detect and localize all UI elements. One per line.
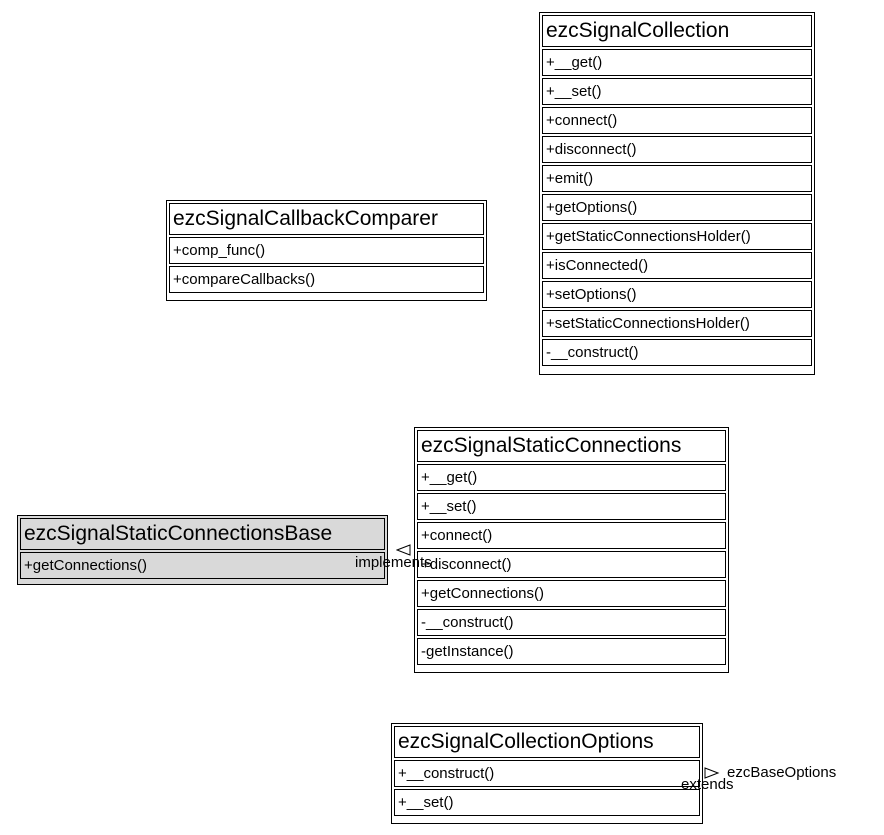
- method: +setStaticConnectionsHolder(): [542, 310, 812, 337]
- method: -getInstance(): [417, 638, 726, 665]
- method: +__set(): [394, 789, 700, 816]
- method: +getStaticConnectionsHolder(): [542, 223, 812, 250]
- class-name: ezcSignalStaticConnections: [417, 430, 726, 462]
- method: +getConnections(): [20, 552, 385, 579]
- extends-label: extends: [681, 776, 734, 793]
- class-name: ezcSignalCollectionOptions: [394, 726, 700, 758]
- method: +getConnections(): [417, 580, 726, 607]
- method: +setOptions(): [542, 281, 812, 308]
- method: +__get(): [417, 464, 726, 491]
- extends-target-label: ezcBaseOptions: [727, 764, 837, 781]
- class-ezcSignalCallbackComparer: ezcSignalCallbackComparer +comp_func() +…: [166, 200, 487, 301]
- method: +disconnect(): [417, 551, 726, 578]
- method: -__construct(): [542, 339, 812, 366]
- implements-label: implements: [355, 554, 432, 571]
- method: -__construct(): [417, 609, 726, 636]
- interface-ezcSignalStaticConnectionsBase: ezcSignalStaticConnectionsBase +getConne…: [17, 515, 388, 585]
- extends-arrow-icon: [704, 767, 720, 779]
- method: +disconnect(): [542, 136, 812, 163]
- method: +__get(): [542, 49, 812, 76]
- class-name: ezcSignalCollection: [542, 15, 812, 47]
- class-ezcSignalCollection: ezcSignalCollection +__get() +__set() +c…: [539, 12, 815, 375]
- class-ezcSignalStaticConnections: ezcSignalStaticConnections +__get() +__s…: [414, 427, 729, 673]
- implements-arrow-icon: [396, 544, 411, 556]
- method: +__set(): [542, 78, 812, 105]
- method: +connect(): [542, 107, 812, 134]
- method: +getOptions(): [542, 194, 812, 221]
- method: +compareCallbacks(): [169, 266, 484, 293]
- class-ezcSignalCollectionOptions: ezcSignalCollectionOptions +__construct(…: [391, 723, 703, 824]
- method: +comp_func(): [169, 237, 484, 264]
- method: +connect(): [417, 522, 726, 549]
- method: +__construct(): [394, 760, 700, 787]
- method: +isConnected(): [542, 252, 812, 279]
- method: +emit(): [542, 165, 812, 192]
- method: +__set(): [417, 493, 726, 520]
- interface-name: ezcSignalStaticConnectionsBase: [20, 518, 385, 550]
- class-name: ezcSignalCallbackComparer: [169, 203, 484, 235]
